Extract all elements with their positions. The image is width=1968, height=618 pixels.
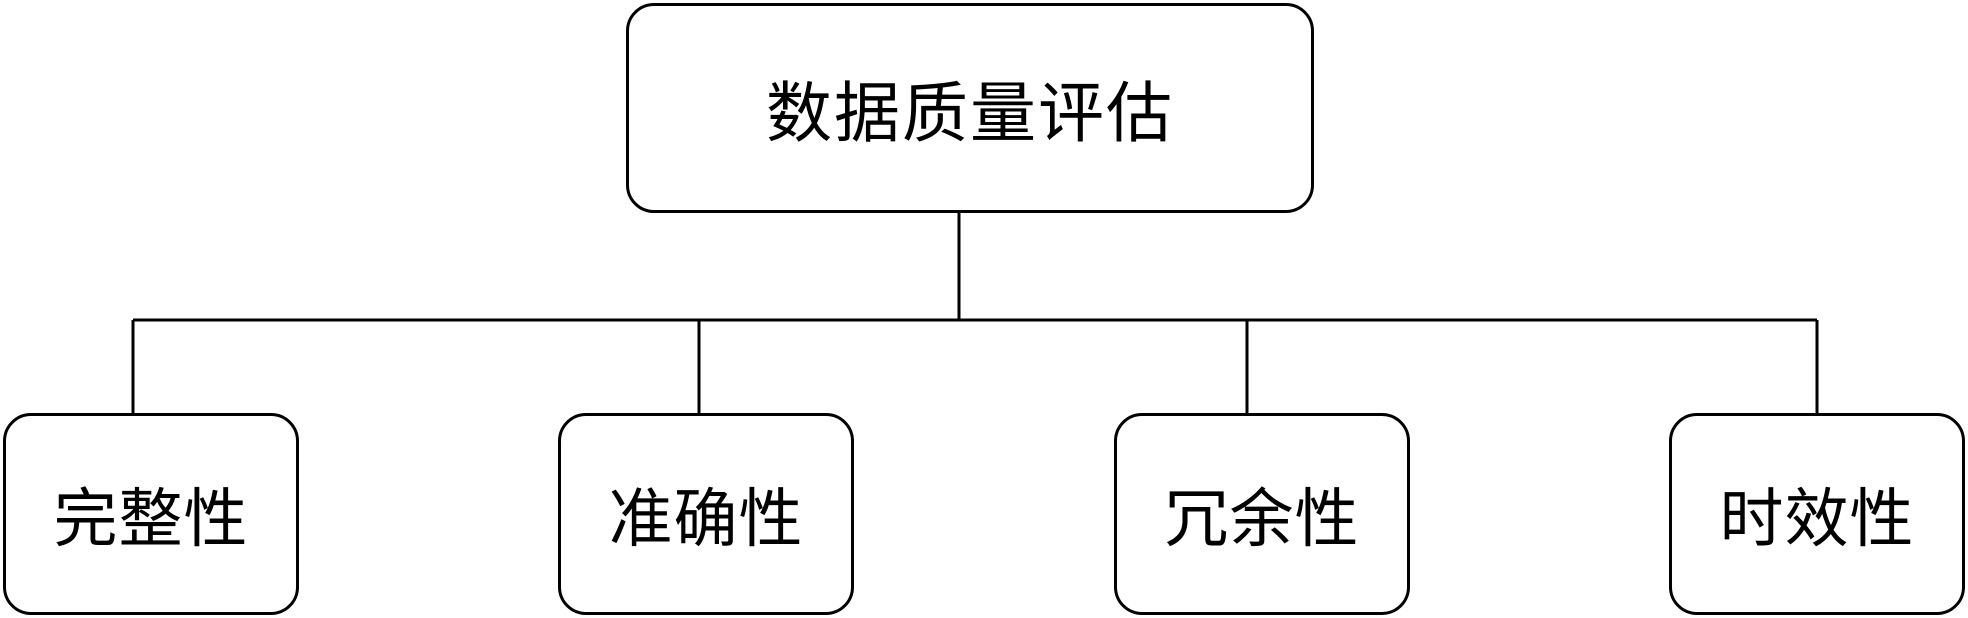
child-node-3: 冗余性 [1114, 413, 1410, 615]
root-node: 数据质量评估 [626, 3, 1314, 213]
child-node-3-label: 冗余性 [1164, 483, 1360, 557]
child-node-2-label: 准确性 [608, 483, 804, 557]
child-node-2: 准确性 [558, 413, 854, 615]
child-node-1: 完整性 [3, 413, 299, 615]
child-node-4-label: 时效性 [1719, 483, 1915, 557]
child-node-4: 时效性 [1669, 413, 1965, 615]
root-node-label: 数据质量评估 [766, 75, 1174, 152]
child-node-1-label: 完整性 [53, 483, 249, 557]
